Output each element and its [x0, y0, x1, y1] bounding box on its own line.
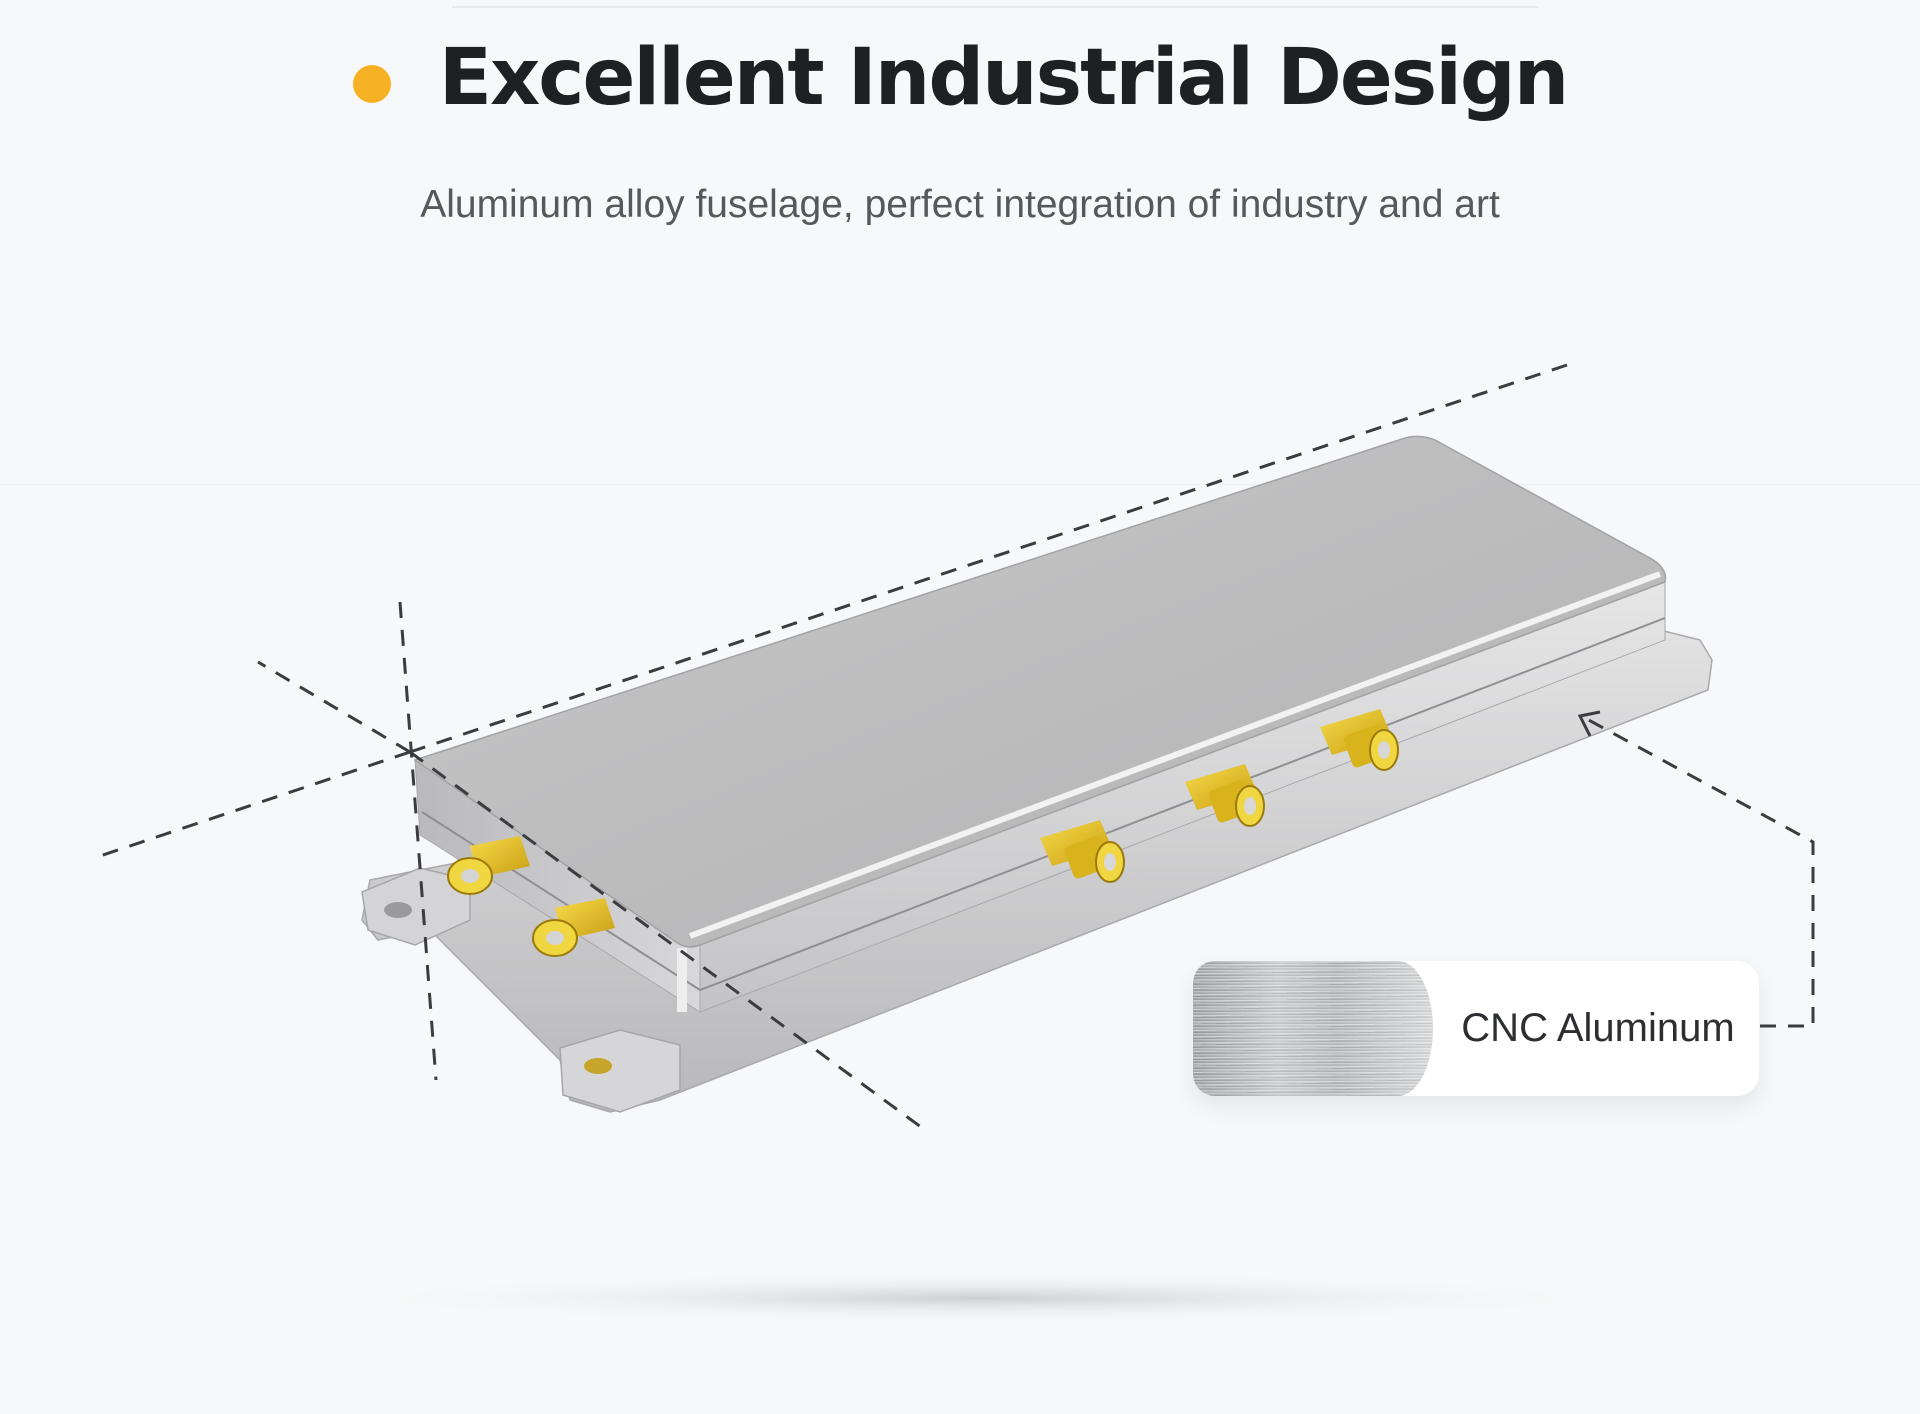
sma-connector-icon — [1320, 709, 1399, 771]
lid-bevel-highlight — [688, 571, 1662, 939]
sma-connector-icon — [1040, 820, 1125, 883]
sma-connector-icon — [447, 836, 530, 895]
dimension-guides — [99, 362, 1815, 1132]
section-heading: Excellent Industrial Design — [0, 28, 1920, 128]
section-title: Excellent Industrial Design — [438, 33, 1570, 123]
arrow-head-icon — [1577, 710, 1601, 737]
section-subtitle: Aluminum alloy fuselage, perfect integra… — [420, 183, 1500, 226]
mount-hole-icon — [384, 902, 412, 918]
brushed-aluminum-swatch-icon — [1193, 961, 1433, 1096]
sma-connector-icon — [532, 898, 615, 957]
floor-shadow — [340, 1272, 1620, 1324]
flange-tab-bottom — [559, 1029, 681, 1113]
sma-connector-icon — [1185, 764, 1265, 827]
background-band-divider — [0, 484, 1920, 485]
top-divider — [452, 0, 1538, 8]
bullet-dot-icon — [352, 65, 391, 103]
mount-hole-icon — [584, 1058, 612, 1074]
material-callout: CNC Aluminum — [1193, 961, 1759, 1096]
material-label: CNC Aluminum — [1461, 1006, 1735, 1050]
enclosure-lid — [413, 435, 1667, 948]
